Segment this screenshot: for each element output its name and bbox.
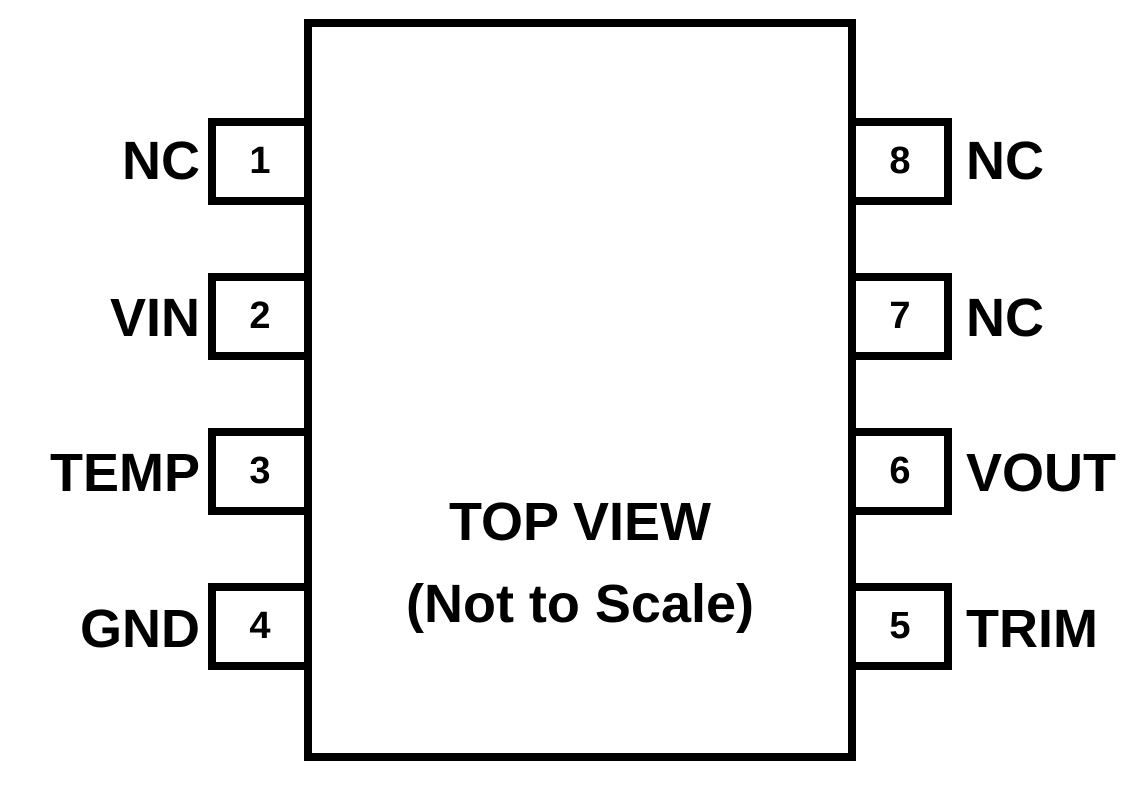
pin-4-label: GND xyxy=(80,599,200,659)
pin-5-box: 5 xyxy=(856,583,952,670)
pin-6-box: 6 xyxy=(856,428,952,515)
pin-5-label: TRIM xyxy=(966,599,1098,659)
pin-1-box: 1 xyxy=(208,118,304,205)
pin-7-box: 7 xyxy=(856,273,952,360)
ic-package-body xyxy=(304,19,856,761)
scale-note: (Not to Scale) xyxy=(405,574,755,634)
view-title: TOP VIEW xyxy=(448,492,712,552)
pin-8-box: 8 xyxy=(856,118,952,205)
pin-3-box: 3 xyxy=(208,428,304,515)
pin-2-box: 2 xyxy=(208,273,304,360)
pin-1-label: NC xyxy=(122,131,200,191)
pin-4-box: 4 xyxy=(208,583,304,670)
pin-2-label: VIN xyxy=(109,288,200,348)
pin-6-label: VOUT xyxy=(966,443,1117,503)
pin-8-label: NC xyxy=(966,131,1044,191)
pin-7-label: NC xyxy=(966,288,1044,348)
pin-3-label: TEMP xyxy=(49,443,200,503)
